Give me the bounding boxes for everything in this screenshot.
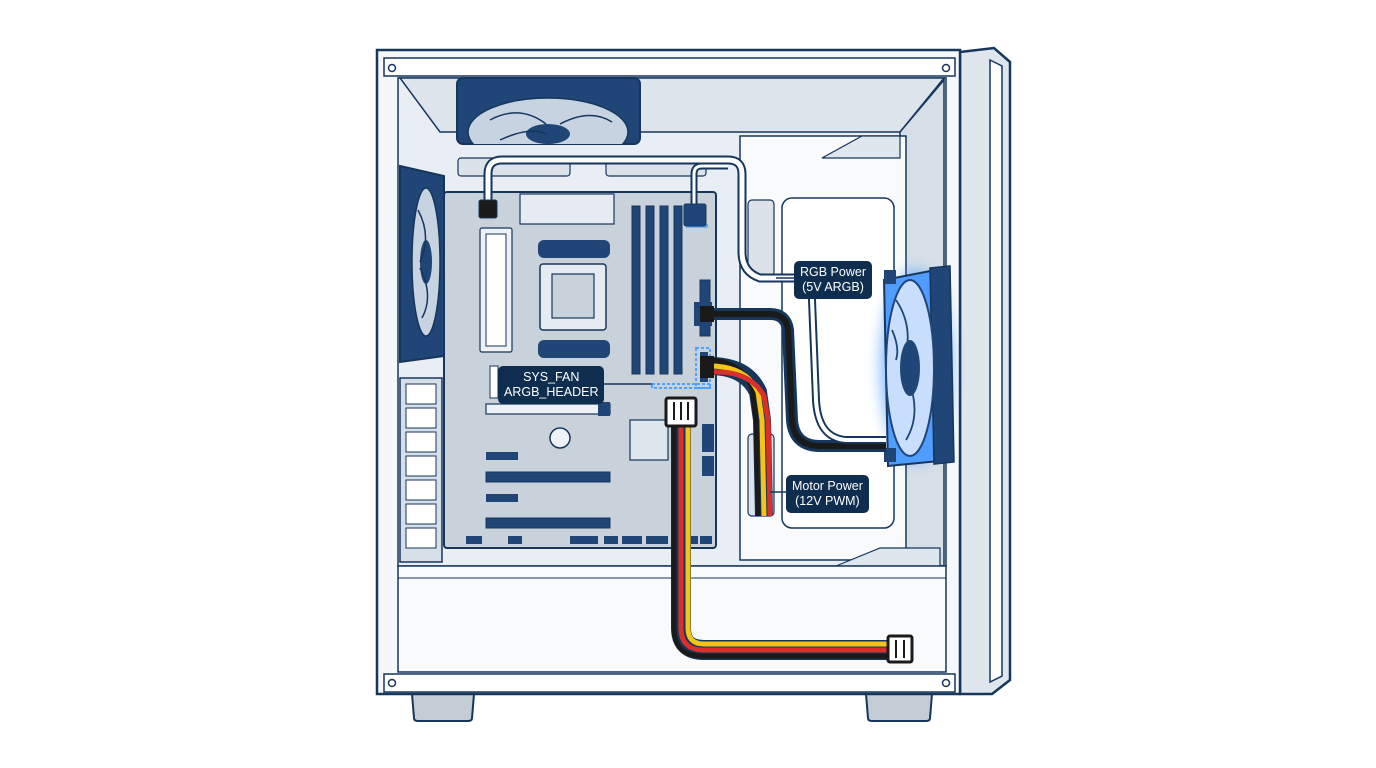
- label-line: Motor Power: [792, 479, 863, 493]
- pcie-slots: [485, 402, 611, 529]
- cpu-power-cable: [478, 155, 800, 283]
- label-motor-power: Motor Power (12V PWM): [786, 475, 869, 513]
- fan-icon: [399, 164, 445, 364]
- cpu-socket: [538, 240, 610, 358]
- case-feet: [410, 693, 934, 722]
- motor-power-cable: [700, 356, 773, 517]
- label-sys-fan-argb-header: SYS_FAN ARGB_HEADER: [498, 366, 605, 404]
- leader-lines: [598, 277, 794, 493]
- label-rgb-power: RGB Power (5V ARGB): [794, 261, 872, 299]
- rgb-fan: [880, 265, 955, 468]
- fan-icon: [456, 77, 641, 145]
- label-line: (5V ARGB): [802, 280, 864, 294]
- label-line: ARGB_HEADER: [504, 385, 599, 399]
- ram-slots: [631, 205, 683, 375]
- label-line: RGB Power: [800, 265, 866, 279]
- pcie-bracket-slots: [399, 377, 443, 563]
- connector-icon: [886, 634, 914, 664]
- psu-cable: [664, 396, 914, 664]
- label-line: SYS_FAN: [523, 370, 580, 384]
- label-line: (12V PWM): [795, 494, 860, 508]
